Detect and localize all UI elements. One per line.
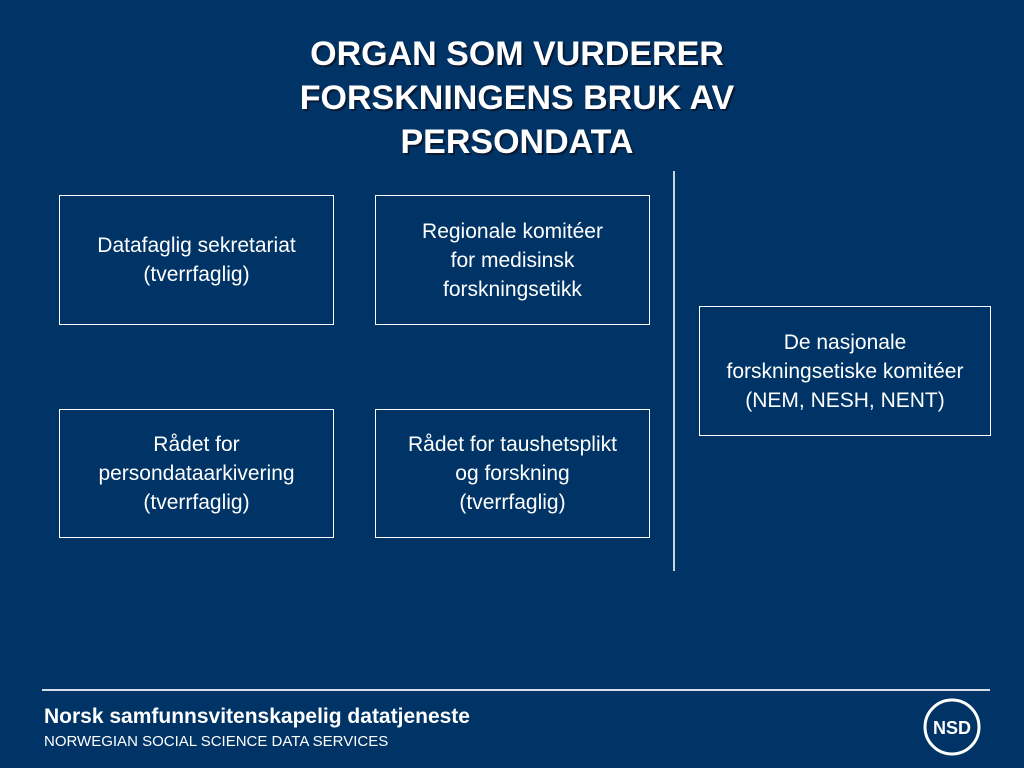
footer-divider: [42, 689, 990, 691]
vertical-divider: [673, 171, 675, 571]
box-radet-taushet-line-2: og forskning: [455, 462, 570, 485]
box-regionale-komiteer: Regionale komitéer for medisinsk forskni…: [375, 195, 650, 325]
box-radet-persondata-line-3: (tverrfaglig): [143, 491, 250, 514]
box-radet-persondata-line-1: Rådet for: [153, 433, 240, 456]
box-nasjonale-line-1: De nasjonale: [783, 330, 907, 354]
footer-org-name: Norsk samfunnsvitenskapelig datatjeneste: [44, 705, 470, 728]
nsd-logo-text: NSD: [933, 718, 971, 738]
title-line-2: FORSKNINGENS BRUK AV: [299, 79, 735, 117]
box-radet-taushetsplikt: Rådet for taushetsplikt og forskning (tv…: [375, 409, 650, 538]
slide-title: ORGAN SOM VURDERER FORSKNINGENS BRUK AV …: [180, 32, 854, 164]
box-radet-taushet-line-1: Rådet for taushetsplikt: [408, 433, 617, 456]
box-radet-persondata-line-2: persondataarkivering: [98, 462, 295, 485]
title-line-1: ORGAN SOM VURDERER: [310, 35, 724, 73]
footer-org-name-english: NORWEGIAN SOCIAL SCIENCE DATA SERVICES: [44, 733, 389, 750]
box-regionale-line-3: forskningsetikk: [443, 277, 582, 301]
box-nasjonale-line-3: (NEM, NESH, NENT): [745, 388, 945, 412]
box-radet-taushet-line-3: (tverrfaglig): [459, 491, 566, 514]
box-datafaglig-line-2: (tverrfaglig): [143, 263, 250, 286]
box-nasjonale-line-2: forskningsetiske komitéer: [726, 359, 964, 383]
box-datafaglig-sekretariat: Datafaglig sekretariat (tverrfaglig): [59, 195, 334, 325]
box-datafaglig-line-1: Datafaglig sekretariat: [97, 234, 296, 257]
nsd-logo-ring: [923, 698, 981, 756]
nsd-logo: NSD: [923, 698, 981, 756]
box-regionale-line-2: for medisinsk: [450, 248, 575, 272]
box-regionale-line-1: Regionale komitéer: [422, 219, 603, 243]
box-radet-persondataarkivering: Rådet for persondataarkivering (tverrfag…: [59, 409, 334, 538]
title-line-3: PERSONDATA: [400, 123, 634, 161]
box-nasjonale-komiteer: De nasjonale forskningsetiske komitéer (…: [699, 306, 991, 436]
